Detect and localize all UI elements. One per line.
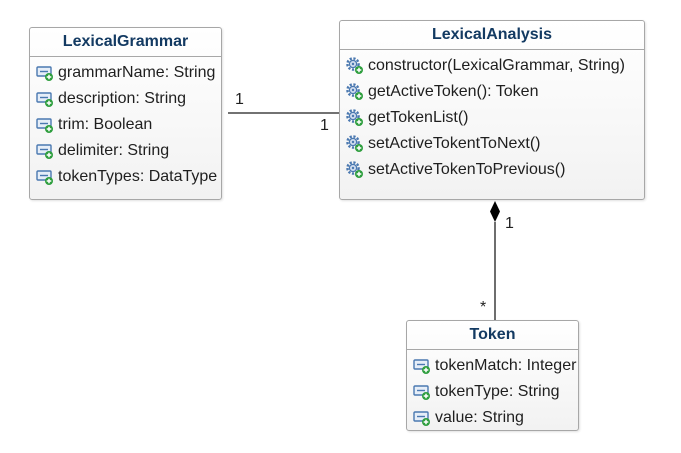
- class-lexical-grammar[interactable]: LexicalGrammar grammarName: String descr…: [29, 27, 222, 200]
- operation-row[interactable]: setActiveTokenToPrevious(): [340, 157, 644, 183]
- attribute-row[interactable]: trim: Boolean: [30, 112, 221, 138]
- operation-label: getActiveToken(): Token: [368, 83, 539, 100]
- operation-icon: [346, 109, 364, 127]
- class-name-token: Token: [407, 321, 578, 350]
- attribute-row[interactable]: tokenTypes: DataType: [30, 164, 221, 190]
- operation-icon: [346, 161, 364, 179]
- attribute-label: tokenTypes: DataType: [58, 168, 218, 185]
- attribute-row[interactable]: description: String: [30, 86, 221, 112]
- attribute-icon: [36, 142, 54, 160]
- operation-row[interactable]: constructor(LexicalGrammar, String): [340, 53, 644, 79]
- attribute-icon: [36, 90, 54, 108]
- attribute-label: tokenType: String: [435, 383, 560, 400]
- class-token[interactable]: Token tokenMatch: Integer tokenType: Str…: [406, 320, 579, 431]
- attribute-icon: [413, 383, 431, 401]
- operation-row[interactable]: getTokenList(): [340, 105, 644, 131]
- class-lexical-analysis[interactable]: LexicalAnalysis constructor(LexicalGramm…: [339, 20, 645, 200]
- attribute-icon: [413, 409, 431, 427]
- attribute-list: grammarName: String description: String …: [30, 57, 221, 190]
- attribute-row[interactable]: delimiter: String: [30, 138, 221, 164]
- attribute-label: description: String: [58, 90, 187, 107]
- attribute-row[interactable]: tokenMatch: Integer: [407, 353, 578, 379]
- operation-icon: [346, 57, 364, 75]
- operation-icon: [346, 83, 364, 101]
- multiplicity-analysis-end: 1: [320, 117, 329, 134]
- attribute-list: tokenMatch: Integer tokenType: String va…: [407, 350, 578, 431]
- operation-label: setActiveTokenToPrevious(): [368, 161, 566, 178]
- attribute-label: grammarName: String: [58, 64, 216, 81]
- attribute-label: trim: Boolean: [58, 116, 153, 133]
- attribute-icon: [36, 116, 54, 134]
- operation-row[interactable]: getActiveToken(): Token: [340, 79, 644, 105]
- operation-list: constructor(LexicalGrammar, String) getA…: [340, 50, 644, 183]
- multiplicity-composition-part: *: [480, 299, 487, 316]
- operation-label: setActiveTokentToNext(): [368, 135, 541, 152]
- operation-row[interactable]: setActiveTokentToNext(): [340, 131, 644, 157]
- multiplicity-grammar-end: 1: [235, 91, 244, 108]
- multiplicity-composition-whole: 1: [505, 215, 514, 232]
- composition-diamond: [490, 201, 500, 222]
- attribute-icon: [36, 64, 54, 82]
- operation-icon: [346, 135, 364, 153]
- operation-label: constructor(LexicalGrammar, String): [368, 57, 625, 74]
- attribute-row[interactable]: value: String: [407, 405, 578, 431]
- attribute-label: tokenMatch: Integer: [435, 357, 577, 374]
- attribute-label: value: String: [435, 409, 524, 426]
- class-name-lexical-grammar: LexicalGrammar: [30, 28, 221, 57]
- attribute-label: delimiter: String: [58, 142, 170, 159]
- attribute-row[interactable]: tokenType: String: [407, 379, 578, 405]
- attribute-icon: [36, 168, 54, 186]
- operation-label: getTokenList(): [368, 109, 469, 126]
- attribute-row[interactable]: grammarName: String: [30, 60, 221, 86]
- class-name-lexical-analysis: LexicalAnalysis: [340, 21, 644, 50]
- attribute-icon: [413, 357, 431, 375]
